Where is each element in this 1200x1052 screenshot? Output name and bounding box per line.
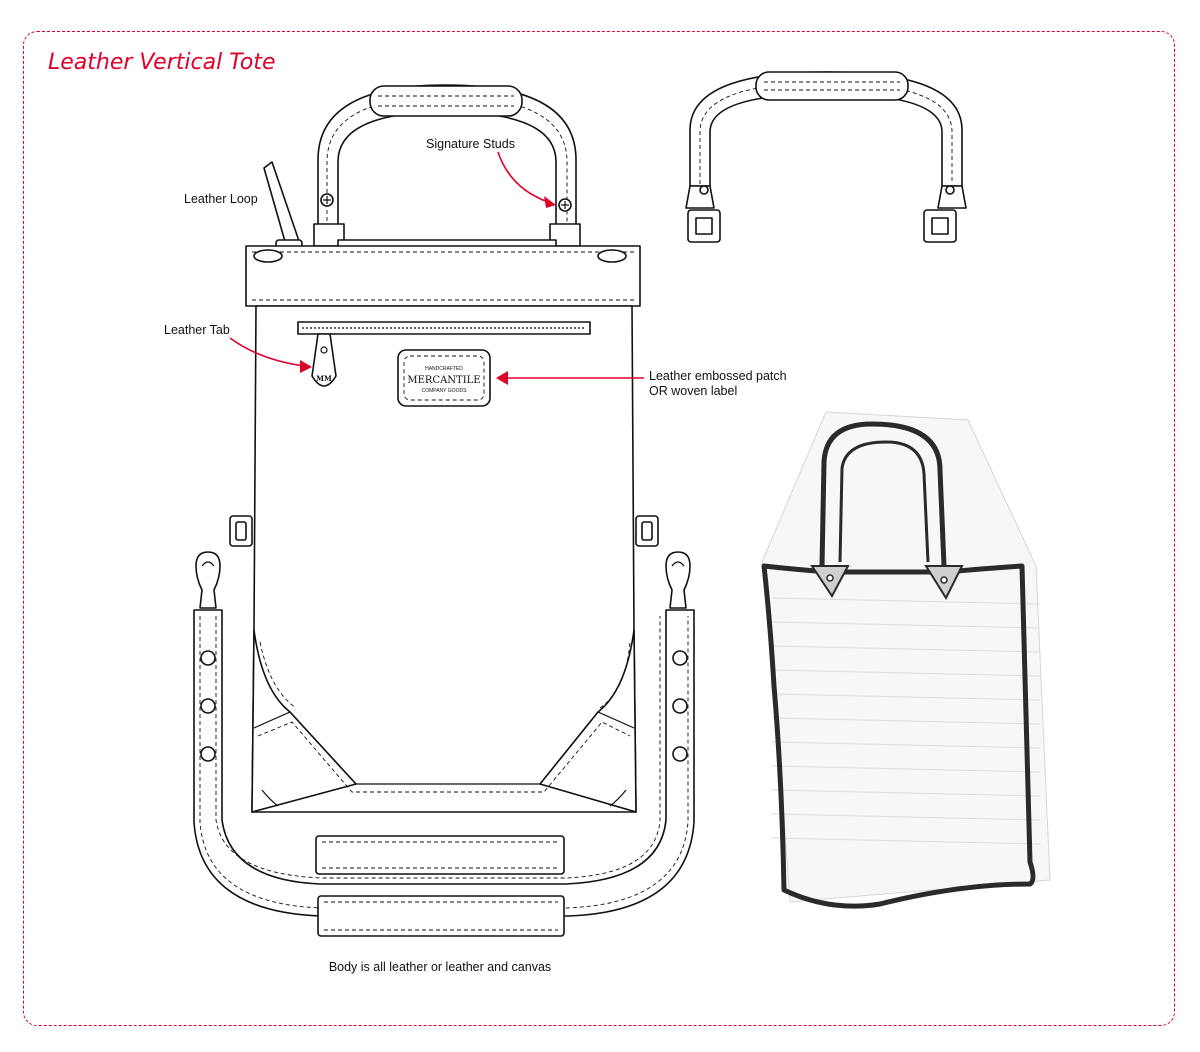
arrow-leather-tab (229, 337, 305, 367)
top-collar (245, 245, 641, 307)
bottom-strap-upper (315, 835, 565, 875)
annotation-arrows (229, 151, 644, 385)
label-leather-loop: Leather Loop (184, 192, 258, 206)
label-leather-tab: Leather Tab (164, 323, 230, 337)
patch-top-text: HANDCRAFTED (425, 366, 463, 372)
leather-loop (263, 161, 301, 253)
label-patch: Leather embossed patch OR woven label (649, 369, 787, 399)
page-frame (23, 31, 1175, 1026)
detached-handle-drawing (685, 71, 967, 243)
hand-sketch (761, 411, 1051, 909)
snap-hook-right (665, 551, 691, 609)
label-patch-line1: Leather embossed patch (649, 369, 787, 383)
shoulder-strap (193, 609, 695, 917)
body-note: Body is all leather or leather and canva… (328, 960, 552, 974)
handle-grip (369, 85, 523, 117)
page-title: Leather Vertical Tote (48, 50, 276, 75)
snap-hook-left (195, 551, 221, 609)
leather-tab (311, 333, 337, 387)
label-signature-studs: Signature Studs (426, 137, 515, 151)
embossed-patch (397, 349, 491, 407)
tab-monogram: MM (316, 374, 332, 383)
bottom-strap-lower (317, 895, 565, 937)
patch-bottom-text: COMPANY GOODS (422, 388, 467, 394)
label-patch-line2: OR woven label (649, 384, 738, 398)
patch-brand: MERCANTILE (407, 375, 480, 386)
arrow-signature-studs (497, 151, 549, 203)
main-tote-drawing: MM HANDCRAFTED MERCANTILE COMPANY GOODS (193, 84, 695, 937)
